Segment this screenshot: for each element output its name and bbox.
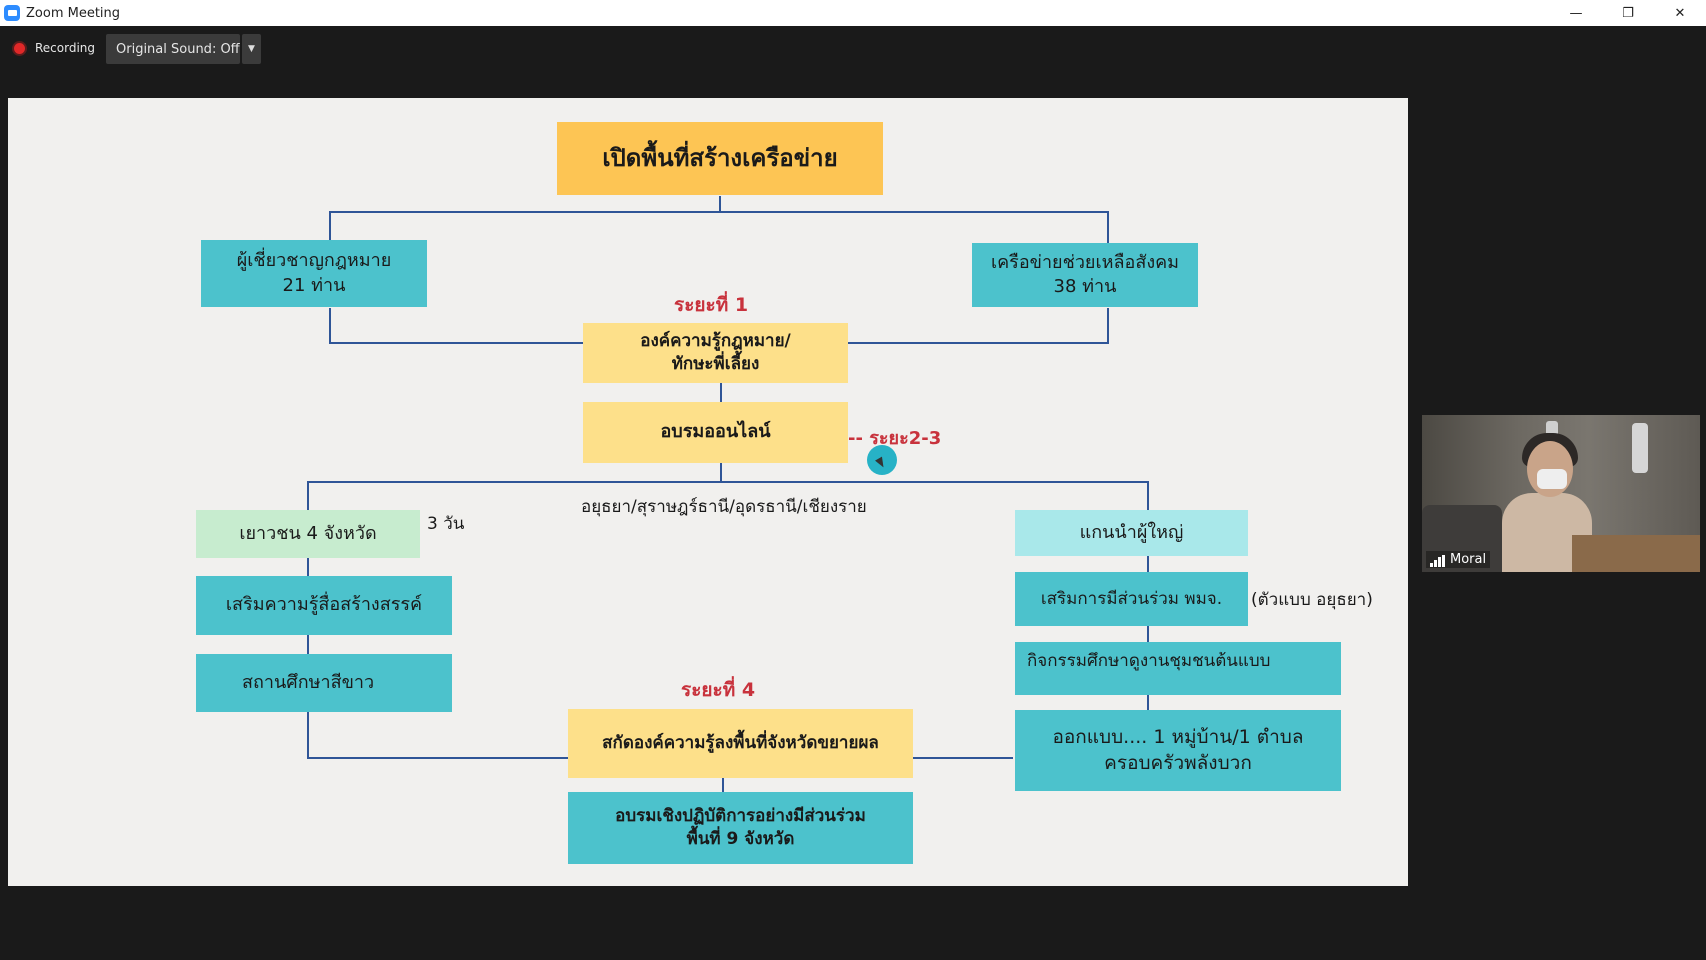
participant-video-tile[interactable]: Moral [1422,415,1700,572]
recording-dot-icon [14,42,25,54]
provinces-label: อยุธยา/สุราษฎร์ธานี/อุดรธานี/เชียงราย [581,497,867,517]
zoom-app-icon [4,5,20,21]
recording-label: Recording [35,41,96,55]
three-days-label: 3 วัน [427,514,465,534]
shared-screen-slide: เปิดพื้นที่สร้างเครือข่าย ผู้เชี่ยวชาญกฎ… [8,98,1408,886]
phase-4-label: ระยะที่ 4 [681,679,756,701]
restore-button[interactable]: ❐ [1622,5,1634,21]
media-literacy-box: เสริมความรู้สื่อสร้างสรรค์ [196,576,452,635]
legal-experts-label: ผู้เชี่ยวชาญกฎหมาย [236,250,392,272]
workshop-line2: พื้นที่ 9 จังหวัด [686,829,795,849]
trophy-icon [1632,423,1648,473]
participation-box: เสริมการมีส่วนร่วม พมจ. [1015,572,1248,626]
title-box: เปิดพื้นที่สร้างเครือข่าย [557,122,883,195]
recording-indicator[interactable]: Recording [14,41,95,55]
signal-strength-icon [1430,555,1446,567]
knowledge-line2: ทักษะพี่เลี้ยง [671,354,760,374]
chevron-down-icon[interactable]: ▼ [242,34,261,64]
phase-1-label: ระยะที่ 1 [674,294,749,316]
legal-experts-box: ผู้เชี่ยวชาญกฎหมาย 21 ท่าน [201,240,427,307]
phase-2-3-label: -- ระยะ2-3 [848,428,942,449]
extract-knowledge-box: สกัดองค์ความรู้ลงพื้นที่จังหวัดขยายผล [568,709,913,778]
youth-box: เยาวชน 4 จังหวัด [196,510,420,558]
window-title: Zoom Meeting [26,5,121,21]
workshop-box: อบรมเชิงปฏิบัติการอย่างมีส่วนร่วม พื้นที… [568,792,913,864]
window-titlebar: Zoom Meeting — ❐ ✕ [0,0,1706,26]
social-network-box: เครือข่ายช่วยเหลือสังคม 38 ท่าน [972,243,1198,307]
white-school-box: สถานศึกษาสีขาว [196,654,452,712]
design-line2: ครอบครัวพลังบวก [1104,751,1252,774]
window-controls: — ❐ ✕ [1550,0,1706,26]
model-note-label: (ตัวแบบ อยุธยา) [1251,590,1373,610]
online-training-box: อบรมออนไลน์ [583,402,848,463]
participant-name: Moral [1450,552,1487,567]
original-sound-button[interactable]: Original Sound: Off [106,34,240,64]
social-network-label: เครือข่ายช่วยเหลือสังคม [990,251,1180,273]
participant-name-tag: Moral [1426,551,1491,568]
design-box: ออกแบบ.... 1 หมู่บ้าน/1 ตำบล ครอบครัวพลั… [1015,710,1341,791]
elder-leaders-box: แกนนำผู้ใหญ่ [1015,510,1248,556]
legal-experts-count: 21 ท่าน [282,274,346,296]
meeting-toolbar: Recording Original Sound: Off ▼ [0,26,1706,70]
workshop-line1: อบรมเชิงปฏิบัติการอย่างมีส่วนร่วม [615,806,866,827]
social-network-count: 38 ท่าน [1053,276,1117,297]
close-button[interactable]: ✕ [1674,5,1686,21]
design-line1: ออกแบบ.... 1 หมู่บ้าน/1 ตำบล [1052,725,1304,748]
knowledge-box: องค์ความรู้กฎหมาย/ ทักษะพี่เลี้ยง [583,323,848,383]
diagram-connectors [307,196,1149,792]
knowledge-line1: องค์ความรู้กฎหมาย/ [640,331,791,352]
minimize-button[interactable]: — [1569,5,1583,21]
study-visit-box: กิจกรรมศึกษาดูงานชุมชนต้นแบบ [1015,642,1341,695]
pointer-highlight [867,445,897,475]
